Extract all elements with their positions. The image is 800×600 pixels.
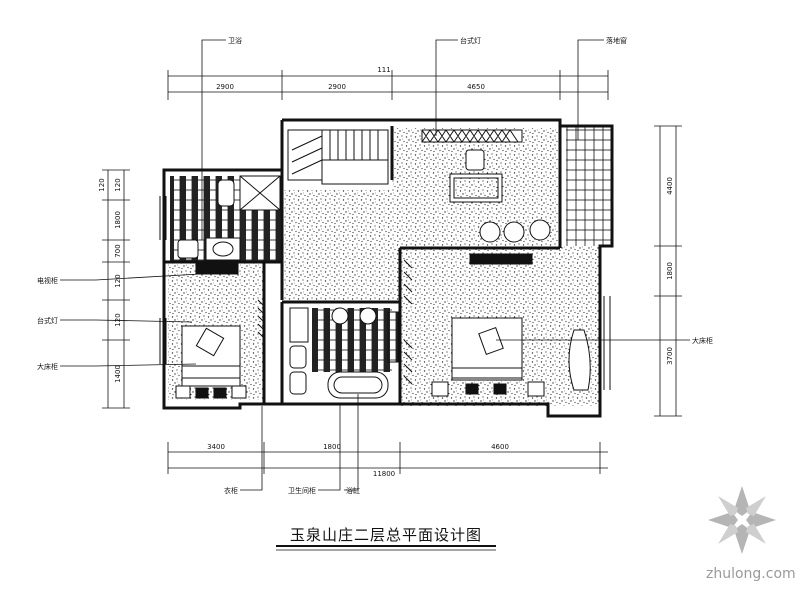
- callout-left-1: 电视柜: [37, 276, 58, 285]
- callout-bottom-2: 卫生间柜: [288, 486, 316, 495]
- outer-wall: [162, 118, 614, 418]
- nightstand-r2: [527, 381, 545, 397]
- dim-left-seg-5: 120: [114, 274, 122, 287]
- bathroom-center-fixtures: [289, 307, 399, 399]
- dim-bottom-seg-3: 4600: [491, 443, 509, 451]
- dim-bottom-seg-2: 1800: [323, 443, 341, 451]
- bookshelf: [421, 129, 523, 143]
- nightstand-l1: [175, 385, 191, 399]
- dim-left-seg-4: 700: [114, 244, 122, 257]
- callout-top-2: 台式灯: [460, 36, 481, 45]
- basin-2: [359, 307, 377, 325]
- nightstand-r1: [431, 381, 449, 397]
- staircase: [287, 129, 389, 185]
- armchair-right: [529, 219, 551, 241]
- callout-top-3: 落地窗: [606, 36, 627, 45]
- hall-floor: [282, 190, 400, 302]
- dim-right-seg-3: 3700: [666, 347, 674, 365]
- dimension-lines: [102, 70, 682, 474]
- dim-bottom-seg-1: 3400: [207, 443, 225, 451]
- callout-labels: 卫浴 台式灯 落地窗 电视柜 台式灯 大床柜 衣柜 卫生间柜 浴缸 大床柜: [37, 36, 713, 495]
- bedroom-right-furniture: [403, 259, 591, 397]
- watermark-text: zhulong.com: [706, 566, 796, 582]
- dim-left-seg-3: 1800: [114, 211, 122, 229]
- callout-top-1: 卫浴: [228, 36, 242, 45]
- dim-bottom-total: 11800: [373, 470, 395, 478]
- chair: [465, 149, 485, 171]
- windows: [159, 196, 611, 390]
- dim-top-seg-2: 2900: [328, 83, 346, 91]
- callout-right-1: 大床柜: [692, 336, 713, 345]
- walls: [162, 118, 614, 418]
- dimension-labels: 111 2900 2900 4650 3400 1800 4600 11800 …: [98, 66, 674, 478]
- coffee-table: [503, 221, 525, 243]
- wardrobe-right: [403, 259, 413, 385]
- balcony-floor: [566, 126, 612, 246]
- bathroom-center-floor: [312, 308, 392, 372]
- bathroom-left-fixtures: [177, 175, 281, 275]
- stool: [177, 239, 199, 259]
- dim-left-seg-6: 120: [114, 313, 122, 326]
- dim-left-seg-1: 120: [98, 178, 106, 191]
- dim-top-total: 111: [377, 66, 390, 74]
- bedroom-left-furniture: [175, 299, 265, 399]
- wardrobe-left: [257, 299, 265, 339]
- toilet-center: [289, 345, 307, 369]
- callout-left-3: 大床柜: [37, 362, 58, 371]
- study-furniture: [421, 129, 551, 265]
- dim-left-seg-2: 120: [114, 178, 122, 191]
- callout-leaders: [60, 39, 690, 491]
- dim-right-seg-2: 1800: [666, 262, 674, 280]
- bidet: [289, 371, 307, 395]
- callout-left-2: 台式灯: [37, 316, 58, 325]
- shower-corner: [289, 307, 309, 343]
- title-underline: [276, 545, 496, 551]
- armchair-left: [479, 221, 501, 243]
- watermark-logo: [708, 486, 776, 554]
- callout-bottom-1: 衣柜: [224, 486, 238, 495]
- drawing-title: 玉泉山庄二层总平面设计图: [290, 526, 482, 544]
- chaise: [568, 329, 591, 391]
- toilet-left: [217, 179, 235, 207]
- dim-top-seg-3: 4650: [467, 83, 485, 91]
- basin-1: [331, 307, 349, 325]
- nightstand-l2: [231, 385, 247, 399]
- callout-bottom-3: 浴缸: [346, 486, 360, 495]
- tv-cabinet-right: [469, 253, 533, 265]
- tv-cabinet-left: [195, 263, 239, 275]
- dim-right-seg-1: 4400: [666, 177, 674, 195]
- dim-top-seg-1: 2900: [216, 83, 234, 91]
- dim-left-seg-7: 1400: [114, 365, 122, 383]
